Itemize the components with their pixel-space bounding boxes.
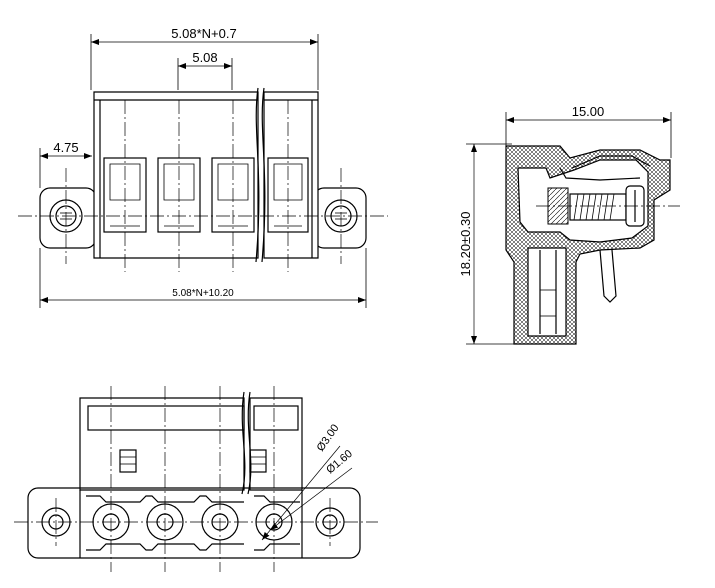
bottom-view: Ø3.00 Ø1.60 [14,386,378,572]
dim-inner-dia: Ø1.60 [324,448,355,476]
dim-width: 15.00 [572,104,605,119]
dim-overall-bottom: 5.08*N+10.20 [172,288,234,299]
dim-pitch: 5.08 [192,50,217,65]
front-view: 5.08*N+0.7 5.08 4.75 5.08*N+10.20 [18,26,388,308]
side-view: 15.00 18.20±0.30 [458,104,680,345]
dim-height: 18.20±0.30 [458,212,473,277]
dim-flange: 4.75 [53,140,78,155]
dim-overall-top: 5.08*N+0.7 [171,26,236,41]
